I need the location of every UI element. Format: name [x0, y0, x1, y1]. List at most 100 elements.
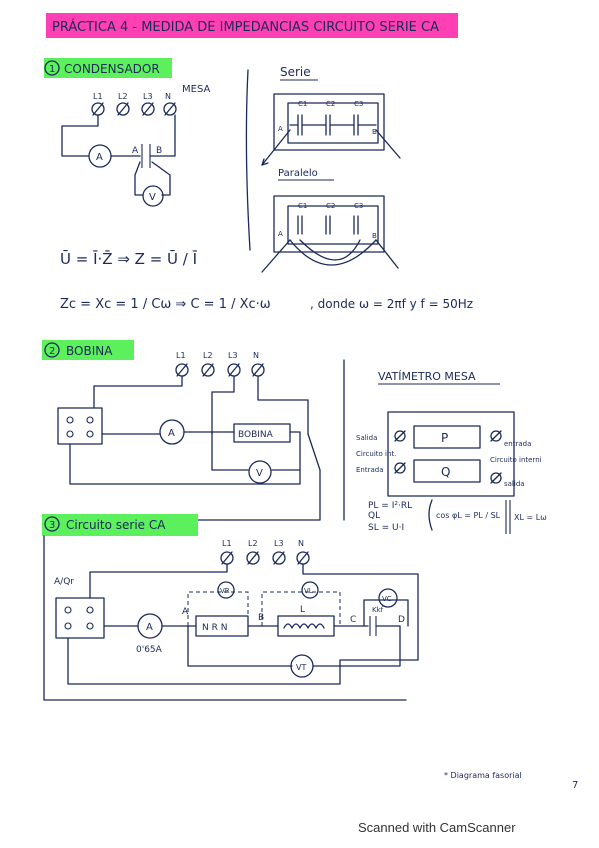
diagram-note: * Diagrama fasorial	[444, 771, 522, 780]
formula-xl: XL = Lω	[514, 513, 547, 522]
inductor-label: L	[300, 605, 305, 615]
wattmeter-right-label: salida	[504, 480, 525, 488]
resistor-label: N R N	[202, 623, 227, 633]
section3-node-a: A	[182, 607, 189, 617]
page-number: 7	[572, 780, 579, 791]
svg-text:B: B	[372, 128, 377, 136]
serie-label: Serie	[280, 65, 311, 79]
power-formulas: PL = I²·RL QL SL = U·I cos φL = PL / SL …	[368, 499, 547, 534]
formula-omega: , donde ω = 2πf y f = 50Hz	[310, 297, 473, 311]
section1-terminals: L1 L2 L3 N	[91, 92, 177, 116]
section1-node-b: B	[156, 146, 162, 156]
section3-number-circle	[44, 516, 60, 532]
section2-voltmeter-label: V	[256, 468, 263, 479]
wattmeter-left-label: Salida	[356, 434, 377, 442]
bobina-box	[233, 423, 291, 443]
section1-terminal-label: L1	[93, 92, 103, 101]
section2-terminal-label: L3	[228, 351, 238, 360]
section3-terminal-label: L3	[274, 539, 284, 548]
section2-terminal-label: L1	[176, 351, 186, 360]
section3-highlight	[42, 514, 198, 536]
section3-terminal-label: L2	[248, 539, 258, 548]
wattmeter-q-label: Q	[441, 465, 450, 479]
section3-terminal-label: L1	[222, 539, 232, 548]
svg-text:A: A	[278, 125, 283, 133]
section1-number-circle	[44, 60, 60, 76]
section1-heading: CONDENSADOR	[64, 62, 160, 76]
section2-voltmeter	[248, 460, 272, 484]
section3-node-d: D	[398, 615, 405, 625]
paralelo-cap-label: C2	[326, 202, 335, 210]
section3-circuit: A/Qr A 0'65A A N R N B L C D Kkf VR VL V…	[43, 535, 419, 701]
section3-terminals: L1 L2 L3 N	[220, 539, 310, 565]
wattmeter-title: VATÍMETRO MESA	[378, 370, 476, 383]
section2-terminal-label: N	[253, 351, 259, 360]
section1-terminal-label: N	[165, 92, 171, 101]
vt-label: VT	[296, 663, 306, 672]
wattmeter-left-label: Entrada	[356, 466, 384, 474]
section3-number: 3	[49, 520, 55, 531]
formula-impedance: Ū = Ī·Z̄ ⇒ Z = Ū / Ī	[60, 249, 198, 268]
wattmeter-p-box	[413, 425, 481, 449]
scanner-footer: Scanned with CamScanner	[358, 820, 516, 835]
bobina-label: BOBINA	[238, 430, 274, 440]
section1-terminal-label: L2	[118, 92, 128, 101]
voltmeter-symbol	[142, 185, 164, 207]
wattmeter-panel: P Q Salida Circuito int. Entrada entrada…	[356, 411, 542, 497]
section1-circuit: A A B V	[61, 114, 176, 207]
vr-meter	[217, 581, 235, 599]
section3-node-b: B	[258, 613, 264, 623]
section1-node-a: A	[132, 146, 139, 156]
section1-number: 1	[49, 64, 55, 75]
wattmeter-p-label: P	[441, 431, 448, 445]
title-highlight	[46, 13, 458, 38]
section2-number-circle	[44, 342, 60, 358]
section2-terminal-label: L2	[203, 351, 213, 360]
section2-number: 2	[49, 346, 55, 357]
section1-ammeter-label: A	[96, 152, 103, 163]
section3-ammeter-label: A	[146, 622, 153, 633]
section2-ammeter-label: A	[168, 428, 175, 439]
formula-cos: cos φL = PL / SL	[436, 511, 501, 520]
section2-highlight	[42, 340, 134, 360]
paralelo-cap-label: C1	[298, 202, 307, 210]
svg-text:B: B	[372, 232, 377, 240]
serie-cap-label: C1	[298, 100, 307, 108]
section1-divider	[245, 69, 251, 251]
wattmeter-left-label: Circuito int.	[356, 450, 396, 458]
vc-meter	[378, 588, 398, 608]
paralelo-cap-label: C3	[354, 202, 363, 210]
serie-cap-label: C3	[354, 100, 363, 108]
section1-mesa-label: MESA	[182, 84, 210, 95]
paralelo-label: Paralelo	[278, 168, 318, 179]
paralelo-capacitor-box: C1 C2 C3 A B	[261, 195, 399, 273]
svg-text:A: A	[278, 230, 283, 238]
section3-ammeter-note: 0'65A	[136, 645, 163, 655]
vl-meter	[301, 581, 319, 599]
formula-pl: PL = I²·RL	[368, 501, 412, 511]
vl-label: VL	[304, 587, 313, 595]
section1-voltmeter-label: V	[149, 192, 156, 203]
section3-heading: Circuito serie CA	[66, 518, 166, 532]
formula-capacitance: Zc = Xc = 1 / Cω ⇒ C = 1 / Xc·ω	[60, 297, 271, 312]
section3-terminal-label: N	[298, 539, 304, 548]
formula-ql: QL	[368, 511, 380, 521]
wattmeter-right-label: Circuito interni	[490, 456, 542, 464]
section1-highlight	[44, 58, 172, 78]
vr-label: VR	[220, 587, 230, 595]
wattmeter-q-box	[413, 459, 481, 483]
wattmeter-right-label: entrada	[504, 440, 531, 448]
serie-capacitor-box: C1 C2 C3 A B	[261, 93, 401, 166]
section3-switch-label: A/Qr	[54, 577, 74, 587]
section2-switch-box	[57, 407, 103, 445]
section2-heading: BOBINA	[66, 344, 113, 358]
page-title: PRÁCTICA 4 - MEDIDA DE IMPEDANCIAS CIRCU…	[52, 19, 439, 35]
serie-cap-label: C2	[326, 100, 335, 108]
section3-cap-note: Kkf	[372, 606, 384, 614]
vc-label: VC	[382, 595, 392, 603]
formula-sl: SL = U·I	[368, 523, 404, 533]
section3-node-c: C	[350, 615, 356, 625]
section1-terminal-label: L3	[143, 92, 153, 101]
